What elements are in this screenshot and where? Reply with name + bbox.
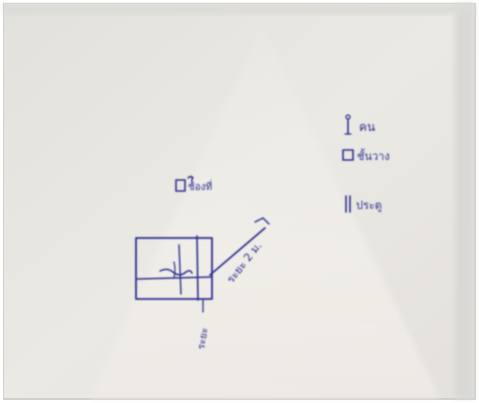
legend-person-text: คน xyxy=(359,120,375,134)
box-label: ช่องที่ xyxy=(188,179,212,193)
legend-door-icon xyxy=(345,195,351,213)
legend-door-text: ประตู xyxy=(356,199,382,212)
paper-right-edge xyxy=(455,4,474,398)
legend-square-icon xyxy=(342,149,354,161)
light-glare xyxy=(90,28,440,398)
paper-top-edge xyxy=(4,4,474,14)
diagonal-line xyxy=(209,217,270,276)
small-square-mark xyxy=(175,175,194,192)
shelf-box xyxy=(135,235,213,301)
legend-person-icon xyxy=(344,114,352,135)
legend-square-text: ชั้นวาง xyxy=(357,148,390,163)
bottom-label: ระยะ xyxy=(196,327,211,351)
